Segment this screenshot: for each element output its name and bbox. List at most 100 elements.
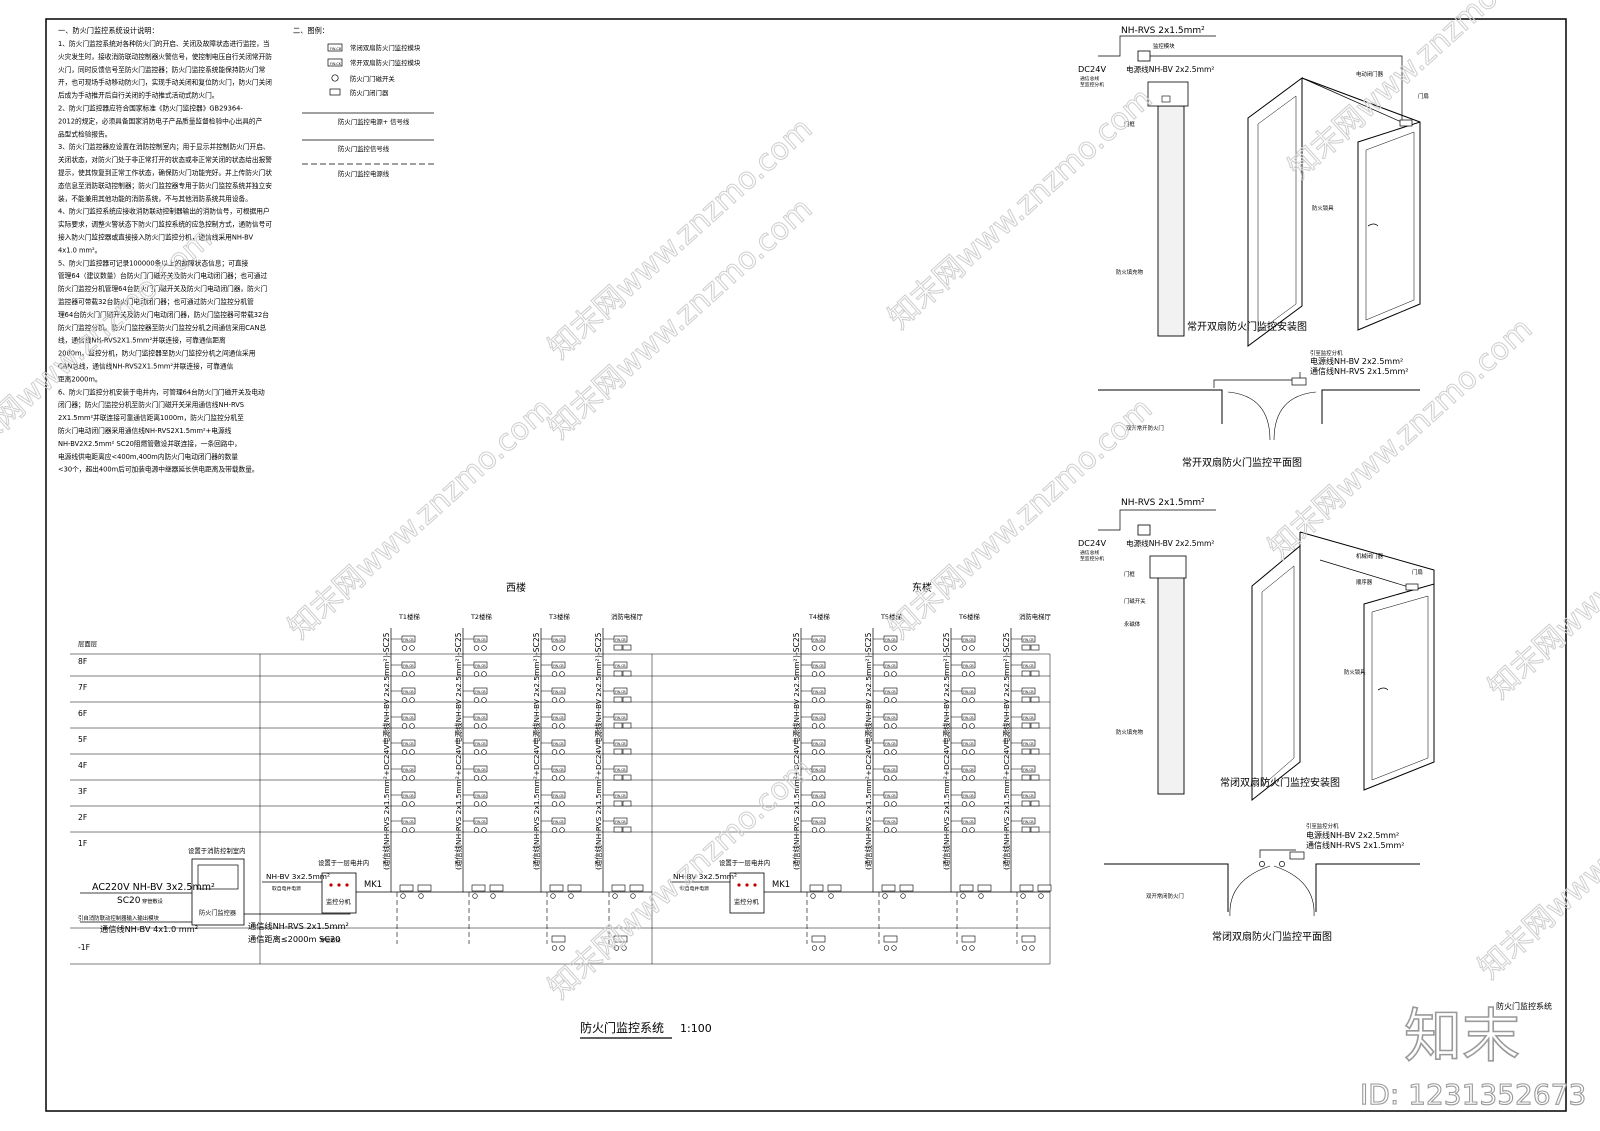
door-closer-icon: [1021, 826, 1031, 833]
plan-closed-power-cable: 电源线NH-BV 2x2.5mm²: [1306, 830, 1399, 840]
floor-door-module: FW-CB: [603, 739, 632, 755]
legend-line-power-signal-label: 防火门监控电源+ 信号线: [338, 117, 410, 126]
floor-door-module: FW-CB: [391, 817, 416, 833]
door-module-icon: [473, 635, 488, 643]
east-sub-led-icon: [745, 883, 749, 887]
watermark-text: 知末网www.znzmo.com: [1282, 0, 1559, 186]
controller-linkage-source: 引自消防联动控制器输入输出模块: [78, 914, 159, 922]
riser-pipe-label: )-SC25: [792, 632, 801, 658]
door-switch-icon: [891, 945, 897, 951]
door-closer-icon: [1021, 748, 1031, 755]
door-closer-icon: [1030, 826, 1040, 833]
door-module-icon: [401, 739, 416, 747]
door-switch-icon: [883, 645, 890, 651]
west-sub-mk-label: MK1: [364, 879, 382, 889]
door-closer-icon: [1021, 644, 1031, 651]
door-module-tag: FW-CB: [553, 794, 563, 798]
door-switch-icon: [490, 893, 496, 899]
riser-column: T3楼梯(通信线NH-RVS 2x1.5mm²+DC24V电源线NH-BV 2x…: [532, 612, 582, 951]
door-module-icon: [567, 884, 582, 892]
door-module-tag: FW-CB: [885, 742, 895, 746]
door-switch-icon: [828, 893, 834, 899]
legend-module-cb-icon: [327, 43, 343, 52]
install-closed-handle-label: 防火锁具: [1344, 668, 1366, 676]
door-module-icon: [629, 884, 644, 892]
door-module-icon: [961, 713, 976, 721]
west-building-label: 西楼: [506, 581, 526, 594]
door-module-icon: [1021, 635, 1036, 643]
door-closer-icon: [613, 800, 623, 807]
install-closed-dc-label: DC24V: [1078, 538, 1106, 548]
door-closer-icon: [622, 826, 632, 833]
door-module-icon: [473, 791, 488, 799]
door-module-icon: [613, 661, 628, 669]
floor-door-module: FW-CB: [391, 687, 416, 703]
floor-label: 5F: [78, 735, 87, 744]
door-switch-icon: [811, 945, 818, 951]
controller-label: 防火门监控器: [199, 909, 237, 917]
door-closer-icon: [1021, 722, 1031, 729]
plan-closed-door-swing-left: [1229, 865, 1271, 917]
door-switch-icon: [401, 723, 408, 729]
door-switch-icon: [819, 671, 825, 677]
door-switch-icon: [551, 827, 558, 833]
notes-line: 4、防火门监控系统应接收消防联动控制器输出的消防信号，可根据用户: [58, 207, 270, 216]
door-module-icon: [961, 817, 976, 825]
door-module-icon: [613, 817, 628, 825]
door-switch-icon: [891, 775, 897, 781]
door-switch-icon: [473, 801, 480, 807]
legend-module-cb-label: 常闭双扇防火门监控模块: [350, 43, 421, 52]
floor-door-module: FW-CB: [1011, 739, 1040, 755]
controller-comm-cable: 通信线NH-RVS 2x1.5mm²: [248, 921, 349, 931]
door-switch-icon: [473, 723, 480, 729]
door-module-tag: FW-CB: [403, 794, 413, 798]
legend-door-closer-label: 防火门闭门器: [350, 88, 389, 97]
west-sub-power-cable: NH-BV 3x2.5mm²: [266, 872, 330, 881]
door-closer-icon: [1030, 696, 1040, 703]
door-module-tag: FW-CB: [813, 716, 823, 720]
install-open-module-label: 监控模块: [1153, 42, 1175, 50]
plan-closed-module-icon: [1289, 851, 1305, 860]
plan-open-wall-right: [1321, 389, 1420, 424]
install-closed-right-leaf-inner: [1371, 595, 1429, 781]
riser-column: T1楼梯(通信线NH-RVS 2x1.5mm²+DC24V电源线NH-BV 2x…: [382, 612, 432, 944]
notes-heading: 一、防火门监控系统设计说明：: [58, 26, 159, 35]
door-module-icon: [613, 935, 628, 943]
floor-door-module: FW-CB: [463, 713, 488, 729]
door-module-icon: [551, 713, 566, 721]
legend-line-signal-label: 防火门监控信号线: [338, 144, 390, 153]
floor-door-module: FW-CB: [873, 817, 898, 833]
door-module-icon: [473, 713, 488, 721]
west-sub-location: 设置于一层电井内: [318, 858, 369, 867]
floor-door-module: FW-CB: [391, 765, 416, 781]
door-closer-icon: [613, 644, 623, 651]
install-open-dc-label: DC24V: [1078, 64, 1106, 74]
door-switch-icon: [961, 723, 968, 729]
door-switch-icon: [559, 723, 565, 729]
door-closer-icon: [622, 644, 632, 651]
riser-column: T4楼梯(通信线NH-RVS 2x1.5mm²+DC24V电源线NH-BV 2x…: [792, 612, 842, 951]
door-switch-icon: [401, 671, 408, 677]
door-module-icon: [961, 661, 976, 669]
floor-door-module: FW-CB: [463, 635, 488, 651]
door-switch-icon: [409, 671, 415, 677]
controller-comm-note: 穿管敷设: [320, 936, 341, 944]
riser-pipe-label: )-SC25: [382, 632, 391, 658]
door-module-icon: [811, 765, 826, 773]
install-closed-door-frame-label: 门框: [1124, 570, 1135, 578]
floor-door-module: FW-CB: [391, 661, 416, 677]
door-module-tag: FW-CB: [1023, 794, 1033, 798]
door-closer-icon: [1021, 774, 1031, 781]
legend-module-ck-icon: [327, 58, 343, 67]
floor-door-module: FW-CB: [603, 791, 632, 807]
riser-pipe-label: )-SC25: [942, 632, 951, 658]
door-module-tag: FW-CB: [615, 690, 625, 694]
door-module-tag: FW-CB: [615, 664, 625, 668]
install-closed-closer-label: 机械闭门器: [1356, 552, 1384, 560]
door-switch-icon: [882, 893, 888, 899]
door-module-icon: [401, 635, 416, 643]
controller-comm-pipe: 通信距离≤2000m SC20: [248, 934, 340, 944]
door-closer-icon: [622, 748, 632, 755]
door-switch-icon: [473, 697, 480, 703]
